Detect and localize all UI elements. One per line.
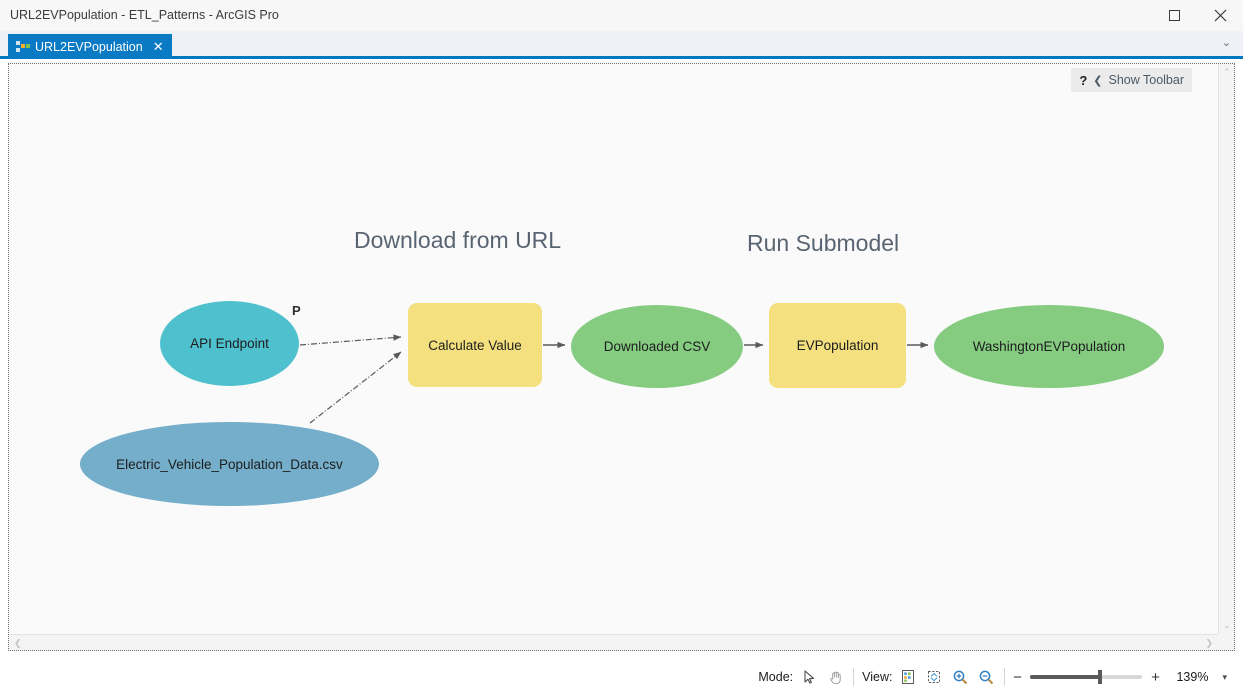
zoom-slider-track[interactable] (1030, 670, 1143, 684)
status-divider (853, 668, 855, 686)
status-bar: Mode: View: (0, 660, 1243, 694)
connectors-layer (299, 334, 929, 424)
tab-strip: URL2EVPopulation ✕ ⌄ (0, 31, 1243, 59)
group-label-download-from-url: Download from URL (354, 227, 562, 253)
scroll-down-icon[interactable]: ⌄ (1223, 620, 1231, 630)
tab-overflow-chevron-down-icon[interactable]: ⌄ (1221, 37, 1231, 49)
zoom-dropdown-caret-icon[interactable]: ▾ (1222, 671, 1227, 682)
maximize-icon (1168, 10, 1180, 21)
show-toolbar-widget[interactable]: ? ❮ Show Toolbar (1071, 68, 1192, 92)
model-node-label: Electric_Vehicle_Population_Data.csv (116, 456, 343, 472)
tab-url2evpopulation[interactable]: URL2EVPopulation ✕ (8, 34, 172, 59)
view-label: View: (862, 670, 893, 684)
connector-csv-to-calculate-value (309, 351, 402, 424)
title-bar: URL2EVPopulation - ETL_Patterns - ArcGIS… (0, 0, 1243, 32)
window-title: URL2EVPopulation - ETL_Patterns - ArcGIS… (10, 8, 279, 22)
zoom-slider-fill (1030, 675, 1100, 679)
help-icon[interactable]: ? (1079, 72, 1088, 88)
horizontal-scrollbar[interactable]: ❮ ❯ (9, 634, 1218, 650)
model-node-washingtonevpopulation[interactable]: WashingtonEVPopulation (934, 305, 1164, 388)
zoom-slider-group: − + 139% ▾ (1005, 670, 1233, 685)
tab-label: URL2EVPopulation (35, 39, 143, 54)
mode-label: Mode: (758, 670, 794, 684)
zoom-decrease-button[interactable]: − (1013, 668, 1022, 686)
fit-to-window-icon[interactable] (924, 667, 944, 687)
model-node-downloaded-csv[interactable]: Downloaded CSV (571, 305, 743, 388)
model-diagram: Download from URL Run Submodel P API End… (9, 64, 1218, 634)
scroll-up-icon[interactable]: ⌃ (1223, 67, 1231, 77)
zoom-increase-button[interactable]: + (1151, 668, 1160, 686)
mode-group: Mode: (750, 667, 853, 687)
model-node-label: EVPopulation (796, 338, 879, 353)
zoom-in-icon[interactable] (950, 667, 970, 687)
status-divider-2 (1004, 668, 1006, 686)
diagram-view-icon[interactable] (898, 667, 918, 687)
model-canvas-frame: Download from URL Run Submodel P API End… (8, 63, 1235, 651)
model-node-calculate-value[interactable]: Calculate Value (408, 303, 542, 387)
zoom-out-icon[interactable] (976, 667, 996, 687)
model-builder-icon (16, 40, 30, 53)
close-button[interactable] (1197, 0, 1243, 31)
scroll-right-icon[interactable]: ❯ (1205, 638, 1213, 648)
tab-close-icon[interactable]: ✕ (152, 39, 164, 54)
zoom-level-value: 139% (1176, 670, 1209, 684)
close-icon (1214, 9, 1226, 22)
vertical-scrollbar[interactable]: ⌃ ⌄ (1218, 64, 1234, 634)
connector-api-endpoint-to-calculate-value (299, 334, 402, 346)
group-label-run-submodel: Run Submodel (747, 230, 900, 256)
model-canvas[interactable]: Download from URL Run Submodel P API End… (9, 64, 1218, 634)
model-node-electric-vehicle-population-data-csv[interactable]: Electric_Vehicle_Population_Data.csv (80, 422, 379, 506)
scroll-left-icon[interactable]: ❮ (14, 638, 22, 648)
model-node-label: API Endpoint (190, 336, 269, 351)
model-node-label: WashingtonEVPopulation (972, 339, 1126, 354)
show-toolbar-label: Show Toolbar (1108, 73, 1184, 87)
pan-hand-icon[interactable] (825, 667, 845, 687)
maximize-button[interactable] (1151, 0, 1197, 31)
parameter-flag-p: P (292, 303, 301, 318)
chevron-left-icon[interactable]: ❮ (1093, 74, 1103, 87)
model-node-label: Downloaded CSV (603, 339, 711, 354)
window-controls (1151, 0, 1243, 31)
model-node-api-endpoint[interactable]: API Endpoint (160, 301, 299, 386)
view-group: View: (854, 667, 1004, 687)
model-node-label: Calculate Value (428, 337, 522, 353)
model-node-evpopulation[interactable]: EVPopulation (769, 303, 906, 388)
zoom-slider-thumb[interactable] (1097, 670, 1102, 684)
scrollbar-corner (1218, 634, 1234, 650)
select-arrow-icon[interactable] (799, 667, 819, 687)
